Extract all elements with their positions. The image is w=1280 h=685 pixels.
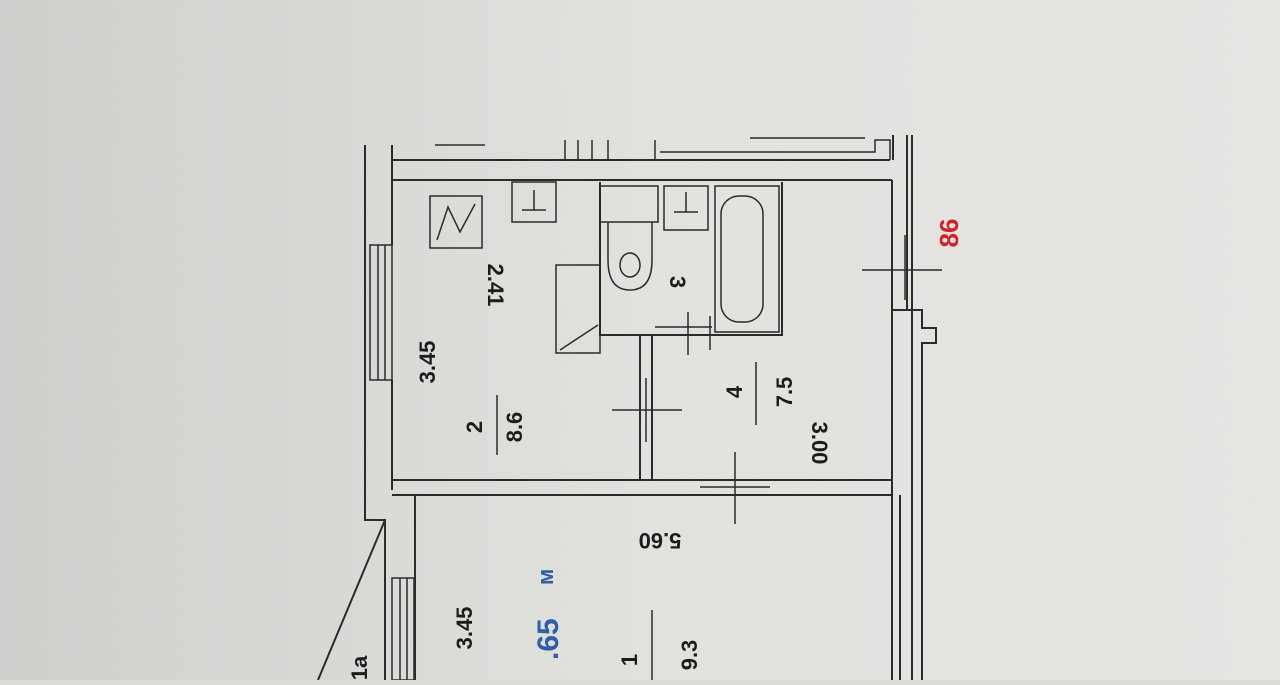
room-1-height: 3.45: [452, 607, 477, 650]
counter-icon: [555, 264, 601, 354]
room-1-area: 9.3: [677, 640, 702, 671]
top-walls: [435, 137, 891, 160]
balcony-outline: [317, 519, 386, 681]
room-2-height: 3.45: [415, 341, 440, 384]
room-3-number: 3: [665, 276, 690, 288]
room-1-length: 5.60: [639, 528, 682, 553]
toilet-icon: [599, 185, 659, 291]
room-2-area: 8.6: [502, 412, 527, 443]
door-marks: [612, 235, 942, 524]
room-4-length: 3.00: [807, 422, 832, 465]
sink-icon: [663, 185, 709, 231]
room-1-number: 1: [617, 654, 642, 666]
window-icon: [369, 244, 393, 381]
balcony-label: 1a: [347, 655, 372, 680]
room-2-number: 2: [462, 421, 487, 433]
stove-icon: [429, 195, 483, 249]
exterior-walls: [364, 135, 937, 680]
room-2-length: 2.41: [483, 264, 508, 307]
sink-icon: [511, 181, 557, 223]
room-4-number: 4: [722, 385, 747, 398]
building-number: 86: [934, 219, 964, 248]
interior-walls: [599, 182, 783, 480]
ceiling-height-unit: м: [533, 569, 558, 585]
bathtub-icon: [714, 185, 780, 333]
ceiling-height-value: .65: [532, 618, 565, 660]
room-4-area: 7.5: [772, 377, 797, 408]
